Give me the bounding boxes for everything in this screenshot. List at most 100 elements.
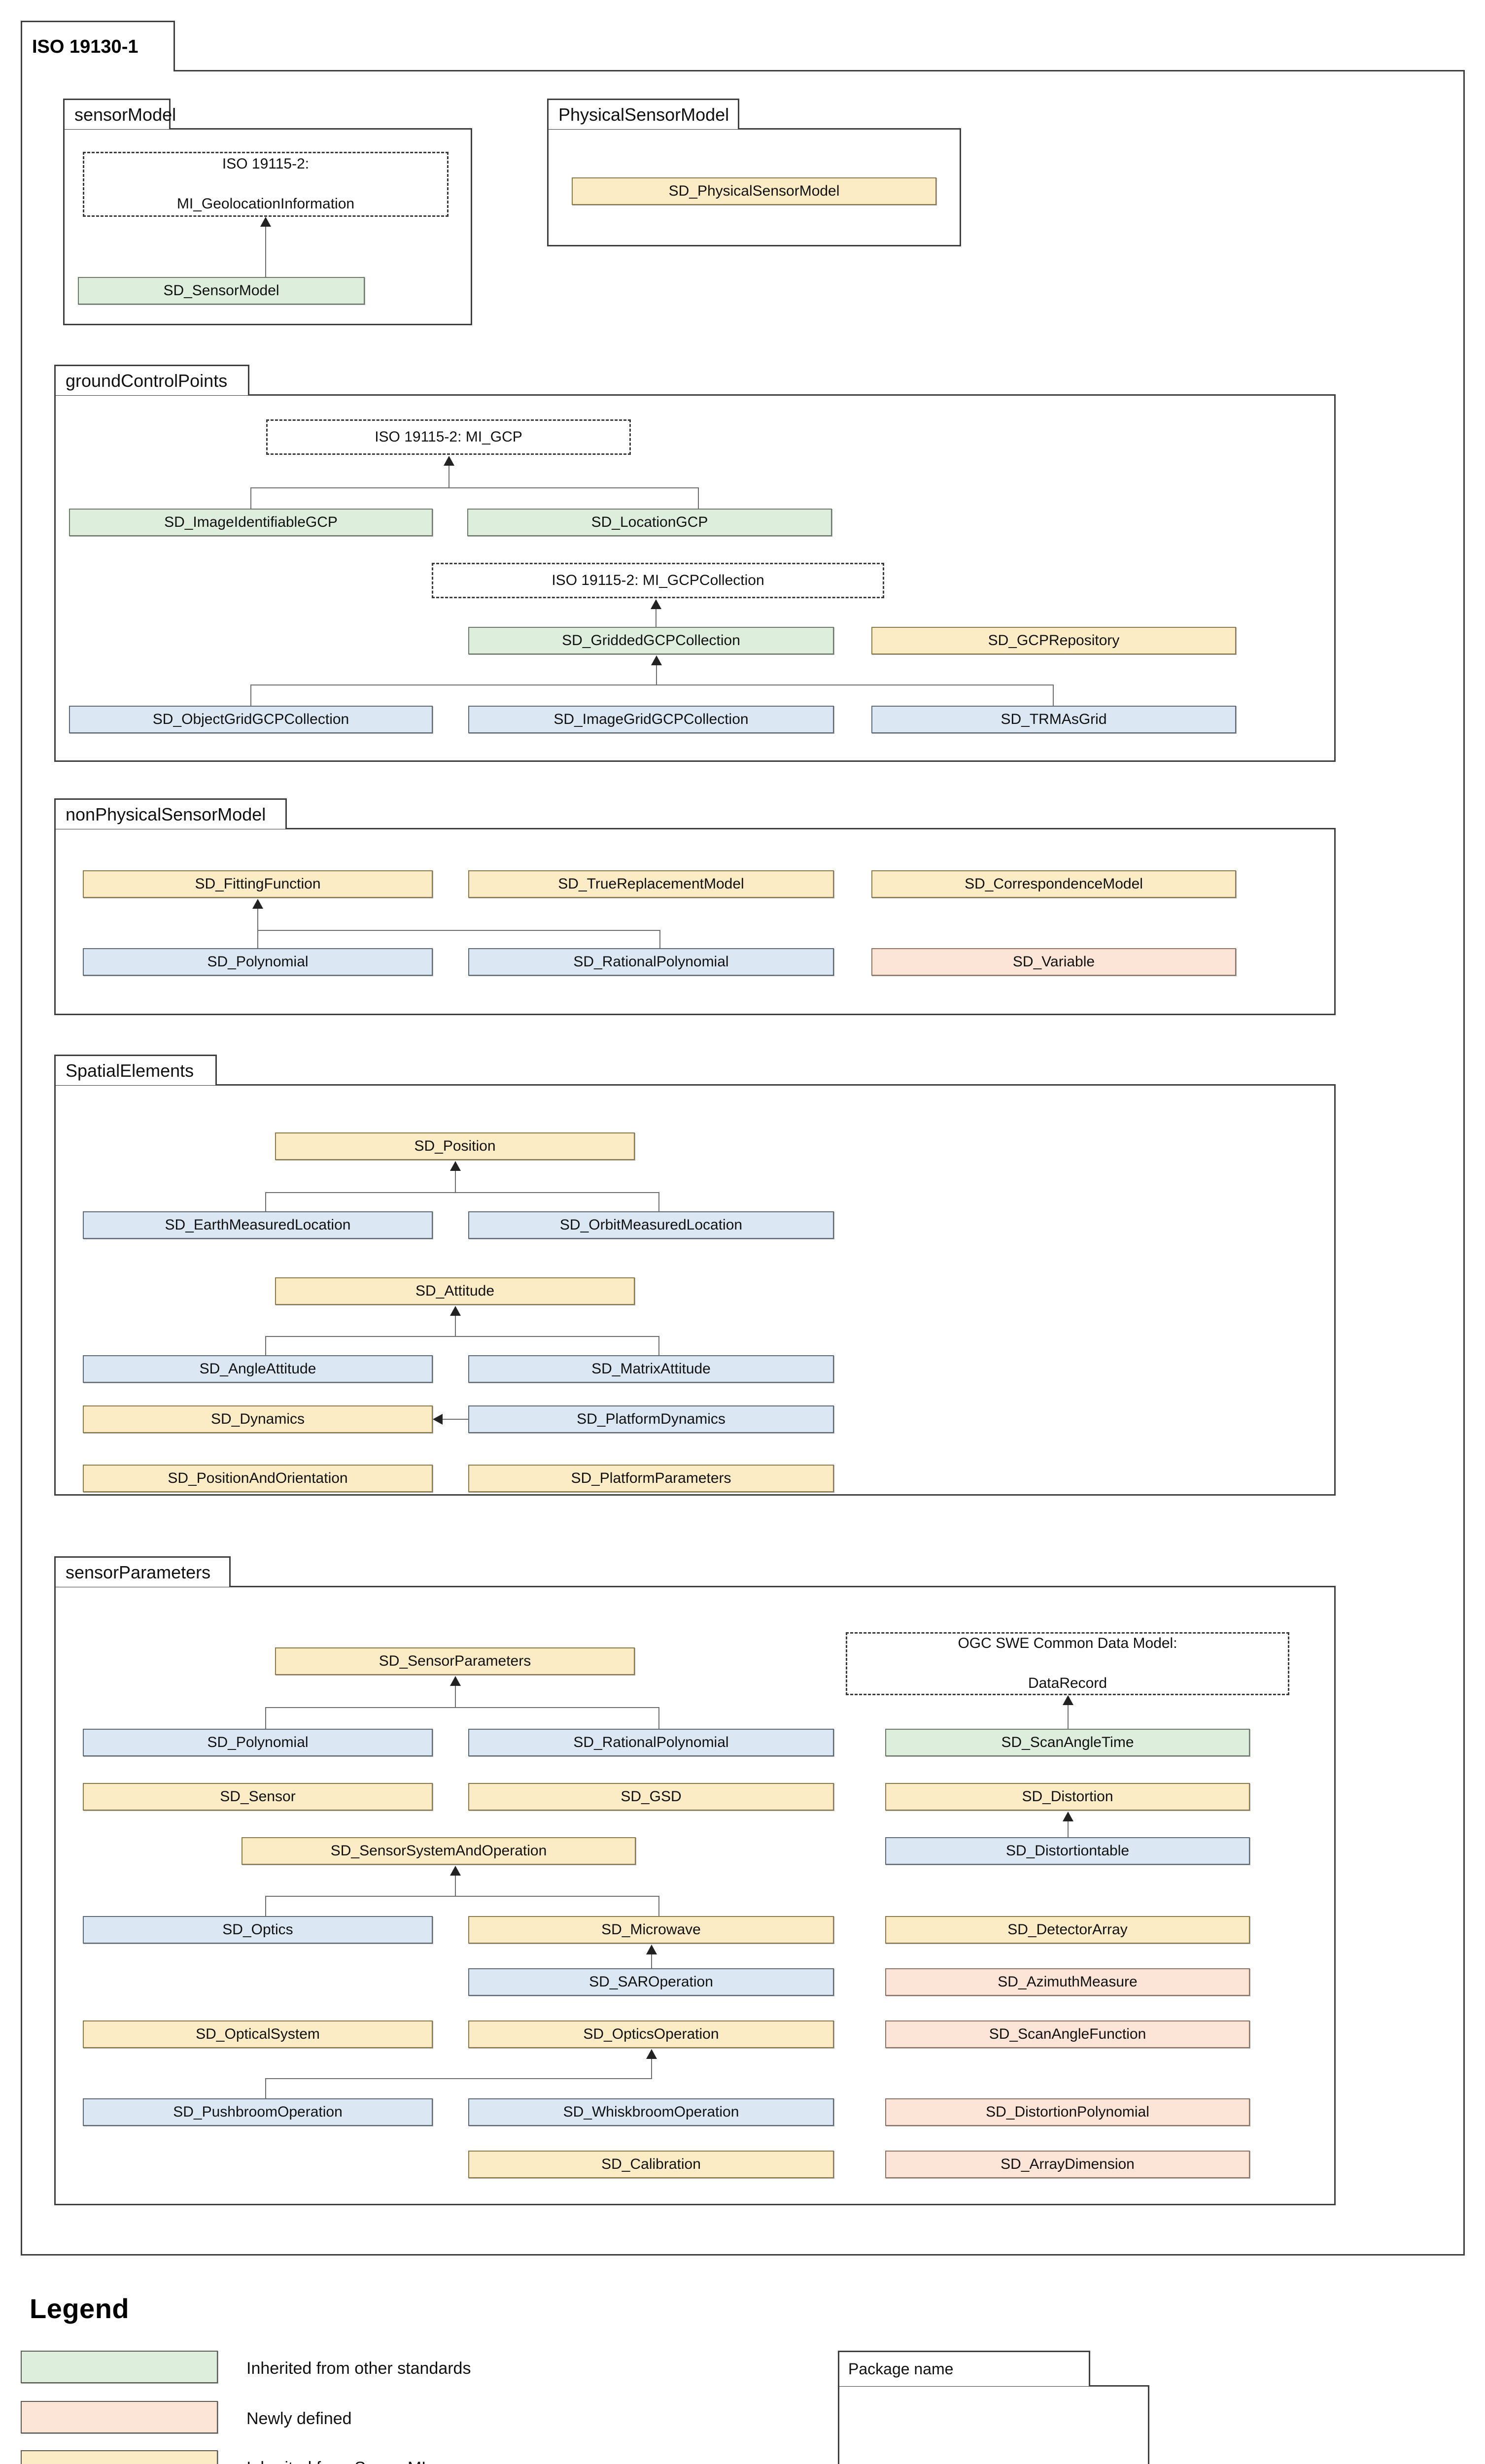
generalization-arrow — [260, 217, 271, 227]
class-label: SD_ImageGridGCPCollection — [553, 711, 749, 728]
external-ref-mi-gcpcollection: ISO 19115-2: MI_GCPCollection — [432, 563, 884, 598]
class-sd-arraydimension[interactable]: SD_ArrayDimension — [885, 2151, 1250, 2178]
class-sd-trmasgrid[interactable]: SD_TRMAsGrid — [871, 706, 1236, 733]
class-sd-detectorarray[interactable]: SD_DetectorArray — [885, 1916, 1250, 1944]
class-sd-sensorsystemandoperation[interactable]: SD_SensorSystemAndOperation — [242, 1837, 636, 1865]
class-sd-position[interactable]: SD_Position — [275, 1132, 635, 1160]
generalization-arrow — [450, 1676, 461, 1686]
class-label: SD_OrbitMeasuredLocation — [559, 1217, 743, 1233]
class-sd-optics[interactable]: SD_Optics — [83, 1916, 433, 1944]
connector-line — [658, 1707, 659, 1730]
class-label: SD_WhiskbroomOperation — [563, 2104, 739, 2121]
class-sd-angleattitude[interactable]: SD_AngleAttitude — [83, 1355, 433, 1383]
class-sd-microwave[interactable]: SD_Microwave — [468, 1916, 834, 1944]
class-sd-scanangletime[interactable]: SD_ScanAngleTime — [885, 1729, 1250, 1756]
class-sd-platformparameters[interactable]: SD_PlatformParameters — [468, 1465, 834, 1492]
class-label: SD_OpticsOperation — [583, 2026, 719, 2043]
connector-line — [651, 1954, 652, 1969]
legend-package-label: Package name — [848, 2360, 954, 2378]
class-label: SD_Calibration — [601, 2156, 701, 2173]
class-sd-sensorparameters[interactable]: SD_SensorParameters — [275, 1647, 635, 1675]
class-sd-correspondencemodel[interactable]: SD_CorrespondenceModel — [871, 870, 1236, 898]
class-sd-distortion[interactable]: SD_Distortion — [885, 1783, 1250, 1811]
class-sd-calibration[interactable]: SD_Calibration — [468, 2151, 834, 2178]
connector-line — [659, 930, 660, 950]
connector-line — [455, 1686, 456, 1708]
class-sd-objectgridgcpcollection[interactable]: SD_ObjectGridGCPCollection — [69, 706, 433, 733]
class-sd-opticalsystem[interactable]: SD_OpticalSystem — [83, 2020, 433, 2048]
class-sd-positionandorientation[interactable]: SD_PositionAndOrientation — [83, 1465, 433, 1492]
class-label: SD_OpticalSystem — [196, 2026, 320, 2043]
class-label: SD_RationalPolynomial — [573, 1734, 729, 1751]
class-sd-rationalpolynomial-sp[interactable]: SD_RationalPolynomial — [468, 1729, 834, 1756]
class-sd-orbitmeasuredlocation[interactable]: SD_OrbitMeasuredLocation — [468, 1211, 834, 1239]
class-sd-gcprepository[interactable]: SD_GCPRepository — [871, 627, 1236, 654]
connector-line — [250, 487, 699, 488]
connector-line — [265, 2078, 652, 2079]
connector-line — [455, 1171, 456, 1193]
class-sd-polynomial-npsm[interactable]: SD_Polynomial — [83, 948, 433, 976]
class-sd-distortionpolynomial[interactable]: SD_DistortionPolynomial — [885, 2098, 1250, 2126]
class-sd-griddedgcpcollection[interactable]: SD_GriddedGCPCollection — [468, 627, 834, 654]
package-tab-sensorparameters: sensorParameters — [54, 1556, 231, 1587]
class-sd-rationalpolynomial-npsm[interactable]: SD_RationalPolynomial — [468, 948, 834, 976]
class-sd-pushbroomoperation[interactable]: SD_PushbroomOperation — [83, 2098, 433, 2126]
class-label: SD_LocationGCP — [591, 514, 708, 531]
class-sd-dynamics[interactable]: SD_Dynamics — [83, 1405, 433, 1433]
class-sd-physicalsensormodel[interactable]: SD_PhysicalSensorModel — [572, 177, 936, 205]
class-sd-sensormodel[interactable]: SD_SensorModel — [78, 277, 365, 305]
ext-label: ISO 19115-2: MI_GCPCollection — [552, 572, 764, 588]
external-ref-mi-gcp: ISO 19115-2: MI_GCP — [266, 419, 631, 455]
class-sd-azimuthmeasure[interactable]: SD_AzimuthMeasure — [885, 1968, 1250, 1996]
ext-line-1: OGC SWE Common Data Model: — [958, 1635, 1177, 1652]
class-label: SD_Variable — [1012, 954, 1095, 970]
class-label: SD_SAROperation — [589, 1974, 713, 1990]
class-sd-truereplacementmodel[interactable]: SD_TrueReplacementModel — [468, 870, 834, 898]
class-label: SD_MatrixAttitude — [591, 1361, 711, 1377]
connector-line — [265, 1896, 266, 1917]
connector-line — [265, 1707, 266, 1730]
legend-label-sensorml: Inherited from SensorML — [246, 2459, 431, 2464]
class-sd-matrixattitude[interactable]: SD_MatrixAttitude — [468, 1355, 834, 1383]
package-label-nonphysicalsensormodel: nonPhysicalSensorModel — [66, 804, 266, 824]
class-sd-fittingfunction[interactable]: SD_FittingFunction — [83, 870, 433, 898]
class-sd-imageidentifiablegcp[interactable]: SD_ImageIdentifiableGCP — [69, 509, 433, 536]
generalization-arrow — [252, 899, 263, 909]
class-sd-imagegridgcpcollection[interactable]: SD_ImageGridGCPCollection — [468, 706, 834, 733]
class-sd-variable[interactable]: SD_Variable — [871, 948, 1236, 976]
class-sd-opticsoperation[interactable]: SD_OpticsOperation — [468, 2020, 834, 2048]
class-label: SD_PlatformDynamics — [577, 1411, 725, 1428]
connector-line — [656, 665, 657, 685]
class-sd-attitude[interactable]: SD_Attitude — [275, 1277, 635, 1305]
package-body-nonphysicalsensormodel — [54, 828, 1336, 1015]
class-sd-locationgcp[interactable]: SD_LocationGCP — [467, 509, 832, 536]
class-sd-saroperation[interactable]: SD_SAROperation — [468, 1968, 834, 1996]
class-label: SD_FittingFunction — [195, 876, 321, 892]
class-label: SD_ArrayDimension — [1001, 2156, 1135, 2173]
class-label: SD_Distortiontable — [1005, 1843, 1130, 1859]
class-sd-whiskbroomoperation[interactable]: SD_WhiskbroomOperation — [468, 2098, 834, 2126]
class-sd-scananglefunction[interactable]: SD_ScanAngleFunction — [885, 2020, 1250, 2048]
legend-label-other-standards: Inherited from other standards — [246, 2359, 471, 2378]
class-sd-gsd[interactable]: SD_GSD — [468, 1783, 834, 1811]
class-sd-polynomial-sp[interactable]: SD_Polynomial — [83, 1729, 433, 1756]
connector-line — [265, 1192, 266, 1213]
connector-line — [265, 1336, 266, 1357]
legend-swatch-sensorml — [21, 2450, 218, 2464]
class-sd-earthmeasuredlocation[interactable]: SD_EarthMeasuredLocation — [83, 1211, 433, 1239]
generalization-arrow — [450, 1161, 461, 1171]
class-sd-distortiontable[interactable]: SD_Distortiontable — [885, 1837, 1250, 1865]
package-label-physicalsensormodel: PhysicalSensorModel — [558, 104, 729, 125]
class-label: SD_GSD — [621, 1788, 682, 1805]
class-label: SD_RationalPolynomial — [573, 954, 729, 970]
class-label: SD_SensorSystemAndOperation — [330, 1843, 547, 1859]
connector-line — [265, 2078, 266, 2100]
class-sd-platformdynamics[interactable]: SD_PlatformDynamics — [468, 1405, 834, 1433]
generalization-arrow — [433, 1414, 443, 1425]
class-sd-sensor[interactable]: SD_Sensor — [83, 1783, 433, 1811]
generalization-arrow — [651, 599, 661, 609]
class-label: SD_Sensor — [220, 1788, 296, 1805]
ext-line-1: ISO 19115-2: — [222, 156, 310, 172]
class-label: SD_GCPRepository — [988, 632, 1120, 649]
connector-line — [265, 227, 266, 278]
